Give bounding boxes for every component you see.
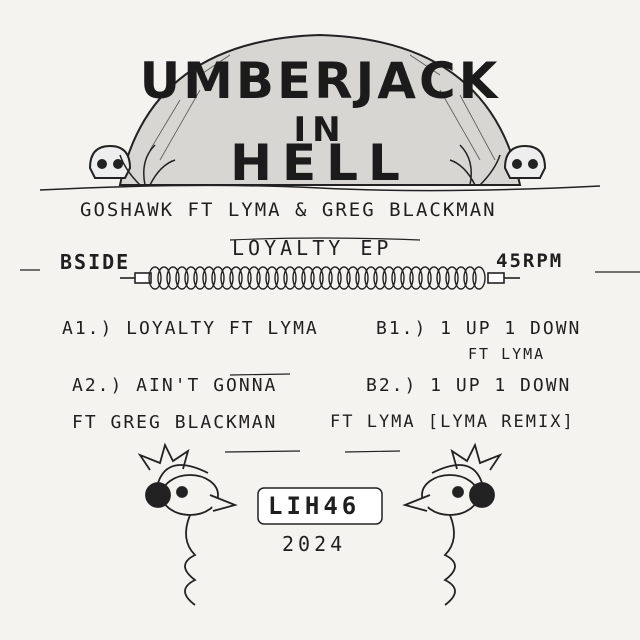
coil-loop: [175, 266, 189, 290]
coil-loop: [463, 266, 477, 290]
coil-loop: [427, 266, 441, 290]
track-a2-feature: FT GREG BLACKMAN: [72, 412, 278, 433]
track-a1: A1.) LOYALTY FT LYMA: [62, 318, 319, 339]
coil-loop: [319, 266, 333, 290]
coil-loop: [193, 266, 207, 290]
coiled-cable-icon: [120, 272, 520, 284]
coil-loop: [148, 266, 162, 290]
coil-loop: [220, 266, 234, 290]
logo-line-3: HELL: [230, 134, 410, 192]
divider-line: [224, 373, 401, 453]
logo-line-1: UMBERJACK: [139, 52, 501, 110]
coil-loop: [292, 266, 306, 290]
coil-loop: [274, 266, 288, 290]
divider-line: [229, 237, 421, 241]
coil-loop: [436, 266, 450, 290]
coil-loop: [283, 266, 297, 290]
coil-loop: [337, 266, 351, 290]
plant-icon: [119, 144, 501, 186]
coil-loop: [328, 266, 342, 290]
coil-loop: [301, 266, 315, 290]
track-a2: A2.) AIN'T GONNA: [72, 375, 278, 396]
coil-loop: [256, 266, 270, 290]
coil-loop: [310, 266, 324, 290]
track-b2-feature: FT LYMA [LYMA REMIX]: [330, 412, 575, 432]
hill-shape: [118, 33, 522, 186]
skull-icon: [503, 144, 547, 179]
coil-loops: [148, 266, 486, 290]
catalog-box: [257, 487, 383, 525]
coil-loop: [418, 266, 432, 290]
ground-line: [20, 269, 640, 273]
coil-loop: [364, 266, 378, 290]
coil-loop: [454, 266, 468, 290]
track-b1-feature: FT LYMA: [468, 345, 546, 363]
coil-loop: [391, 266, 405, 290]
coil-loop: [247, 266, 261, 290]
coil-loop: [238, 266, 252, 290]
coil-loop: [184, 266, 198, 290]
side-label: BSIDE: [60, 250, 131, 274]
ground-line: [39, 184, 601, 192]
coil-loop: [346, 266, 360, 290]
coil-loop: [400, 266, 414, 290]
coil-loop: [409, 266, 423, 290]
coil-loop: [355, 266, 369, 290]
speed-label: 45RPM: [496, 250, 564, 272]
credits-text: GOSHAWK FT LYMA & GREG BLACKMAN: [80, 199, 497, 221]
bird-headphones-icon: [402, 442, 503, 606]
coil-loop: [202, 266, 216, 290]
coil-loop: [166, 266, 180, 290]
coil-loop: [157, 266, 171, 290]
coil-loop: [472, 266, 486, 290]
track-b2: B2.) 1 UP 1 DOWN: [366, 375, 572, 396]
ep-title: LOYALTY EP: [232, 236, 393, 260]
catalog-number: LIH46: [268, 492, 361, 520]
coil-loop: [382, 266, 396, 290]
track-b1: B1.) 1 UP 1 DOWN: [376, 318, 582, 339]
coil-loop: [211, 266, 225, 290]
bird-headphones-icon: [137, 442, 238, 606]
logo-line-2: IN: [293, 110, 347, 150]
release-year: 2024: [282, 532, 347, 556]
coil-loop: [265, 266, 279, 290]
hill-hatching: [149, 54, 496, 161]
skull-icon: [88, 144, 132, 179]
coil-loop: [229, 266, 243, 290]
coil-loop: [445, 266, 459, 290]
coil-loop: [373, 266, 387, 290]
